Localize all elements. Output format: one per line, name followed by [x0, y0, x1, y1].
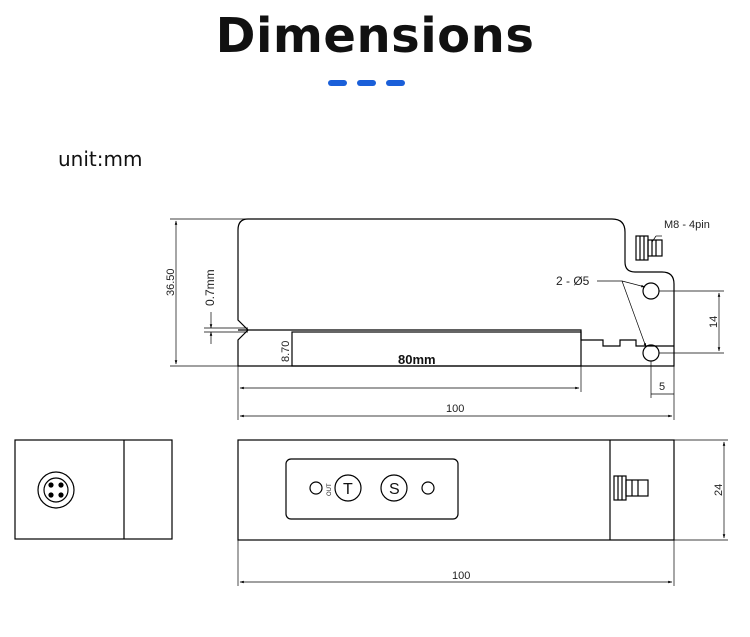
out-indicator-led	[309, 481, 323, 495]
title-dash	[357, 80, 376, 86]
connector-label: M8 - 4pin	[664, 219, 710, 231]
side-view-dimensions	[170, 218, 724, 420]
control-panel	[285, 458, 459, 520]
side-view	[204, 218, 675, 367]
slot-length-label: 80mm	[398, 352, 436, 367]
set-button-label: S	[389, 481, 400, 498]
width-label: 24	[713, 484, 725, 496]
m8-connector-side	[635, 235, 663, 261]
title-decoration	[328, 80, 408, 86]
title-dash	[328, 80, 347, 86]
hole-spacing-label: 14	[708, 316, 720, 328]
page-title: Dimensions	[215, 8, 535, 64]
hole-offset-label: 5	[659, 381, 665, 393]
status-indicator-led	[421, 481, 435, 495]
side-view-lower-slot	[291, 331, 582, 367]
side-view-housing	[237, 218, 675, 367]
top-length-label: 100	[452, 570, 470, 582]
teach-button-label: T	[343, 481, 353, 498]
top-view	[237, 439, 675, 541]
side-length-label: 100	[446, 403, 464, 415]
unit-label: unit:mm	[58, 147, 143, 171]
out-label: OUT	[327, 483, 333, 496]
m8-connector-top	[613, 475, 649, 501]
mounting-hole-upper	[642, 282, 660, 300]
gap-label: 0.7mm	[203, 269, 217, 306]
top-view-dimensions	[237, 439, 728, 586]
mounting-hole-lower	[642, 344, 660, 362]
slot-depth-label: 8.70	[280, 341, 292, 362]
top-view-body	[237, 439, 675, 541]
m8-4pin-connector-icon	[37, 471, 75, 509]
title-dash	[386, 80, 405, 86]
end-view-body	[14, 439, 173, 540]
hole-label: 2 - Ø5	[556, 274, 590, 288]
height-label: 36.50	[165, 268, 177, 296]
teach-button[interactable]	[334, 474, 362, 502]
end-view	[14, 439, 173, 540]
set-button[interactable]	[380, 474, 408, 502]
